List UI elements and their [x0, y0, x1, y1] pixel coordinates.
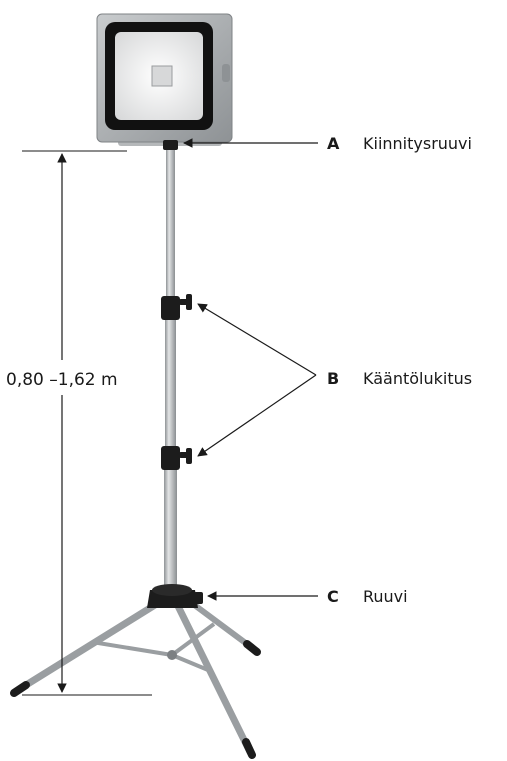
- height-dimension: 0,80 –1,62 m: [6, 150, 152, 696]
- twist-lock-upper: [161, 294, 192, 320]
- callout-c-name: Ruuvi: [363, 587, 408, 606]
- pole-lower-section: [164, 453, 177, 588]
- floodlight: [96, 13, 233, 150]
- callout-b-leader-upper: [197, 303, 317, 376]
- callout-c-letter: C: [327, 587, 339, 606]
- callout-b-leader-lower: [197, 374, 317, 457]
- tripod-leg-left: [14, 596, 167, 694]
- dimension-label: 0,80 –1,62 m: [6, 370, 118, 390]
- callout-b-name: Kääntölukitus: [363, 369, 472, 388]
- tripod-foot-left: [10, 681, 30, 697]
- tripod-foot-right: [243, 640, 261, 656]
- tripod-brace-hub: [167, 650, 177, 660]
- tripod-brace-left: [91, 640, 173, 657]
- floodlight-side-knob: [222, 64, 230, 82]
- callout-a: A Kiinnitysruuvi: [183, 134, 472, 153]
- leg-hub: [147, 584, 203, 608]
- callout-a-letter: A: [327, 134, 340, 153]
- telescopic-pole: [164, 148, 177, 588]
- tripod-brace-right: [170, 622, 216, 657]
- twist-lock-lower: [161, 446, 192, 470]
- pole-middle-section: [165, 303, 176, 453]
- callout-c: C Ruuvi: [207, 587, 408, 606]
- callout-a-name: Kiinnitysruuvi: [363, 134, 472, 153]
- tripod-brace-front: [171, 653, 209, 672]
- callout-b-letter: B: [327, 369, 339, 388]
- callout-b: B Kääntölukitus: [197, 303, 472, 457]
- mounting-screw: [163, 140, 178, 150]
- floodlight-led: [151, 65, 173, 87]
- tripod-legs: [10, 595, 261, 759]
- pole-upper-section: [166, 148, 175, 303]
- tripod-leg-front: [172, 598, 254, 756]
- tripod-foot-front: [242, 738, 256, 759]
- hub-screw-knob: [194, 592, 203, 604]
